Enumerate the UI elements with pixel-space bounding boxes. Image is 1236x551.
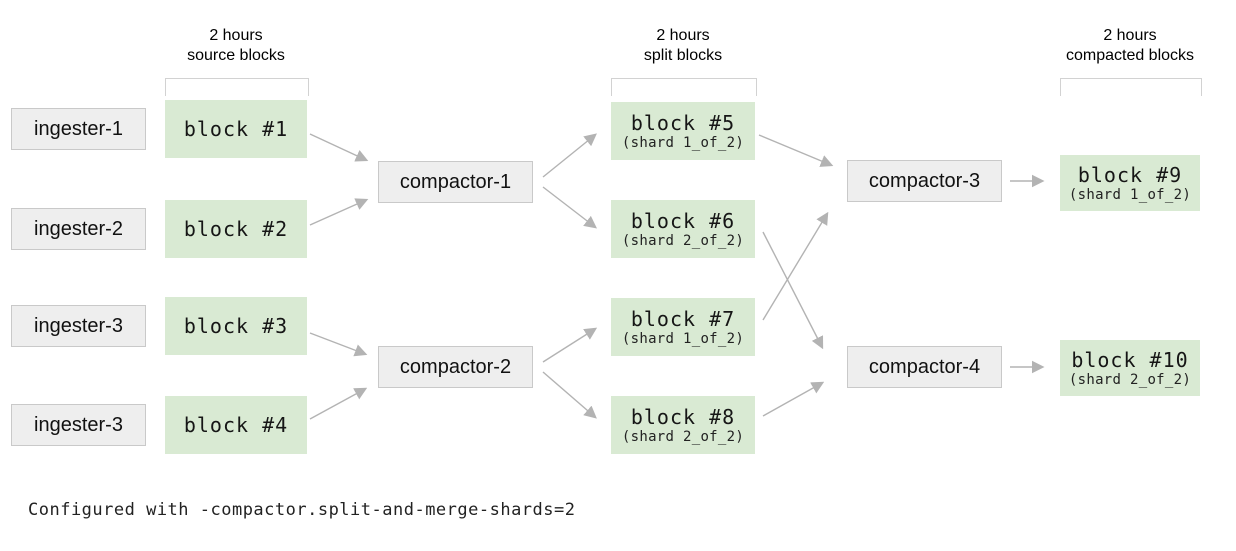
header-line: source blocks: [187, 47, 285, 64]
block-label: block #5: [630, 110, 736, 135]
edge-block5-compactor3: [758, 134, 834, 167]
edge-compactor1-block5: [542, 133, 597, 178]
block-label: block #1: [183, 117, 289, 141]
edge-compactor2-block7: [542, 327, 598, 363]
block-shard-label: (shard 2_of_2): [1068, 371, 1192, 388]
block-3: block #3: [165, 297, 307, 355]
block-7: block #7 (shard 1_of_2): [611, 298, 755, 356]
config-note: Configured with -compactor.split-and-mer…: [28, 500, 576, 520]
block-label: block #3: [183, 314, 289, 338]
header-line: 2 hours: [656, 27, 710, 44]
block-6: block #6 (shard 2_of_2): [611, 200, 755, 258]
edge-block1-compactor1: [309, 133, 369, 162]
block-5: block #5 (shard 1_of_2): [611, 102, 755, 160]
bracket-compacted-blocks: [1060, 78, 1202, 96]
header-line: split blocks: [643, 47, 723, 64]
header-split-blocks: 2 hours split blocks: [583, 26, 783, 66]
block-label: block #8: [630, 404, 736, 429]
node-ingester-1: ingester-1: [11, 108, 146, 150]
node-ingester-3b: ingester-3: [11, 404, 146, 446]
block-8: block #8 (shard 2_of_2): [611, 396, 755, 454]
edge-block3-compactor2: [309, 332, 368, 357]
node-compactor-3: compactor-3: [847, 160, 1002, 202]
edge-compactor1-block6: [542, 186, 597, 229]
node-label: compactor-4: [868, 355, 981, 378]
block-label: block #7: [630, 306, 736, 331]
node-label: ingester-1: [34, 117, 123, 140]
edge-block6-compactor4: [762, 231, 824, 350]
node-label: compactor-1: [399, 170, 512, 193]
node-label: ingester-3: [34, 314, 123, 337]
edge-block8-compactor4: [762, 381, 825, 417]
block-label: block #2: [183, 217, 289, 241]
node-label: ingester-2: [34, 217, 123, 240]
node-compactor-4: compactor-4: [847, 346, 1002, 388]
block-4: block #4: [165, 396, 307, 454]
block-label: block #9: [1077, 162, 1183, 187]
node-ingester-3a: ingester-3: [11, 305, 146, 347]
header-line: compacted blocks: [1065, 47, 1195, 64]
edge-block7-compactor3: [762, 211, 829, 321]
header-source-blocks: 2 hours source blocks: [136, 26, 336, 66]
node-label: ingester-3: [34, 413, 123, 436]
header-compacted-blocks: 2 hours compacted blocks: [1030, 26, 1230, 66]
bracket-source-blocks: [165, 78, 309, 96]
block-2: block #2: [165, 200, 307, 258]
block-1: block #1: [165, 100, 307, 158]
edge-block2-compactor1: [309, 198, 369, 226]
header-line: 2 hours: [209, 27, 263, 44]
block-shard-label: (shard 2_of_2): [621, 232, 745, 249]
block-shard-label: (shard 1_of_2): [621, 330, 745, 347]
block-9: block #9 (shard 1_of_2): [1060, 155, 1200, 211]
block-label: block #6: [630, 208, 736, 233]
header-line: 2 hours: [1103, 27, 1157, 44]
bracket-split-blocks: [611, 78, 757, 96]
node-label: compactor-2: [399, 355, 512, 378]
block-label: block #10: [1071, 347, 1189, 372]
node-compactor-1: compactor-1: [378, 161, 533, 203]
block-shard-label: (shard 1_of_2): [621, 134, 745, 151]
block-label: block #4: [183, 413, 289, 437]
block-10: block #10 (shard 2_of_2): [1060, 340, 1200, 396]
edge-compactor2-block8: [542, 371, 597, 419]
node-ingester-2: ingester-2: [11, 208, 146, 250]
block-shard-label: (shard 2_of_2): [621, 428, 745, 445]
edge-block4-compactor2: [309, 387, 368, 420]
block-shard-label: (shard 1_of_2): [1068, 186, 1192, 203]
node-compactor-2: compactor-2: [378, 346, 533, 388]
node-label: compactor-3: [868, 169, 981, 192]
